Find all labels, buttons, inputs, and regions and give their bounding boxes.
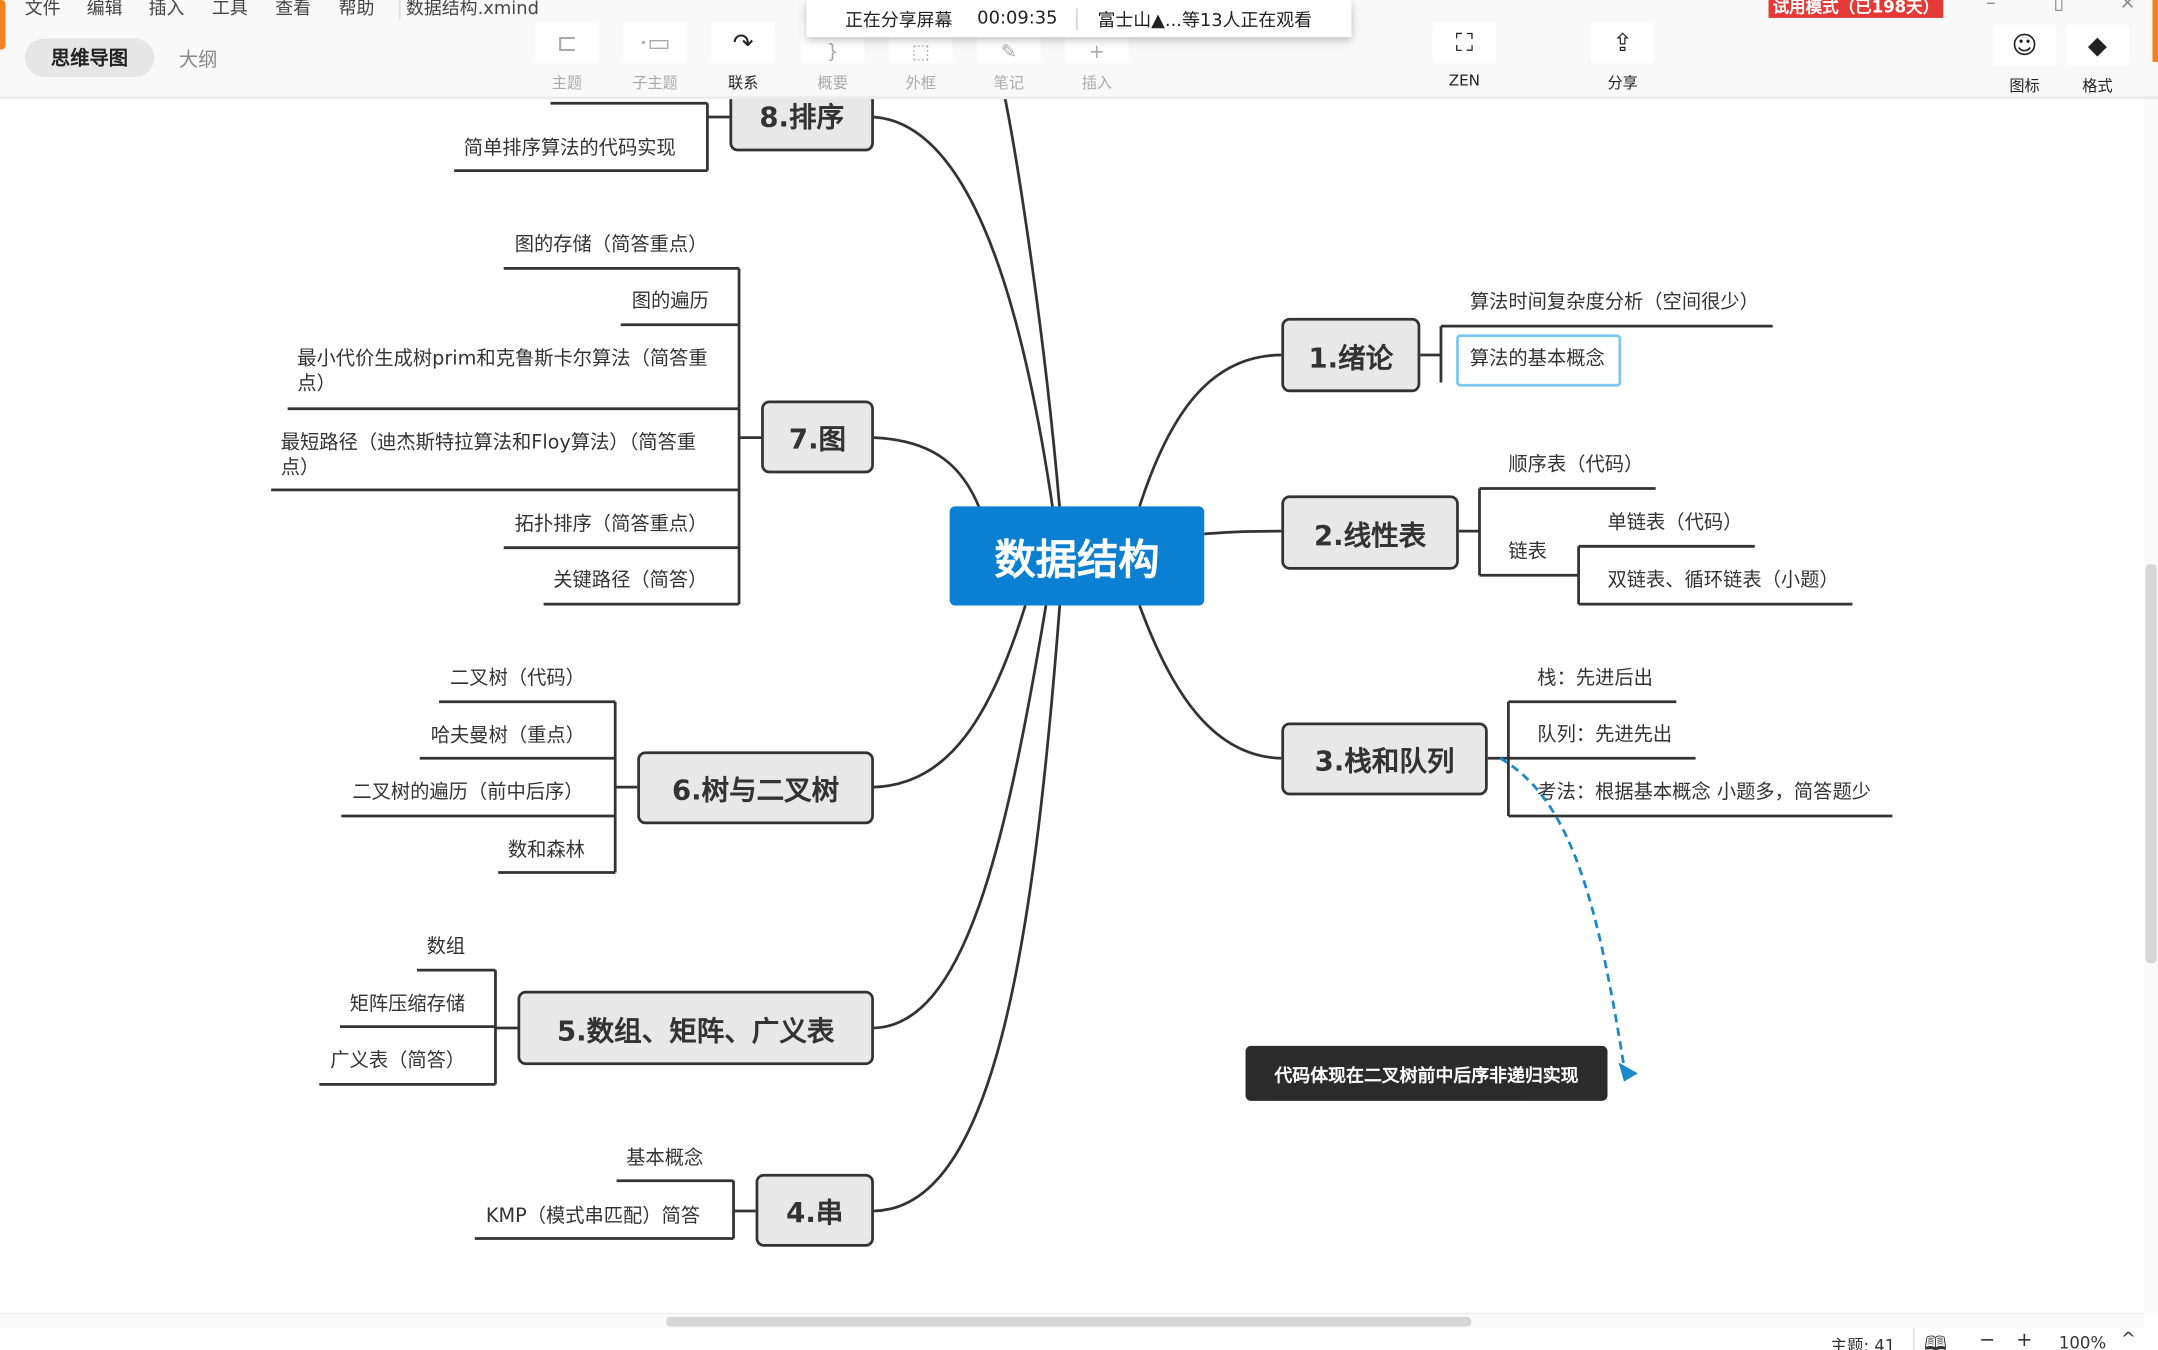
zen-button[interactable]: ⛶ ZEN bbox=[1430, 22, 1499, 89]
subtopic[interactable]: 数和森林 bbox=[507, 839, 585, 862]
tab-outline[interactable]: 大纲 bbox=[178, 49, 218, 72]
zoom-in-button[interactable]: + bbox=[2016, 1329, 2033, 1350]
toolbar: 文件 编辑 插入 工具 查看 帮助 数据结构.xmind 思维导图 大纲 ⊏ 主题… bbox=[0, 0, 2158, 100]
topic-3[interactable]: 3.栈和队列 bbox=[1281, 722, 1488, 796]
icons-panel-label: 图标 bbox=[2009, 77, 2040, 95]
topic-2[interactable]: 2.线性表 bbox=[1281, 495, 1459, 570]
share-button-label: 分享 bbox=[1607, 74, 1638, 93]
smiley-icon: ☺ bbox=[1992, 24, 2057, 67]
subtopic[interactable]: 基本概念 bbox=[626, 1147, 704, 1170]
subtopic-button-label: 子主题 bbox=[632, 74, 678, 93]
zen-button-label: ZEN bbox=[1448, 71, 1480, 90]
subtopic[interactable]: KMP（模式串匹配）简答 bbox=[485, 1205, 701, 1228]
subtopic[interactable]: 关键路径（简答） bbox=[553, 569, 708, 592]
share-timer: 00:09:35 bbox=[977, 8, 1058, 29]
subtopic[interactable]: 算法的基本概念 bbox=[1469, 348, 1605, 371]
subtopic[interactable]: 二叉树的遍历（前中后序） bbox=[352, 781, 584, 804]
topic-5[interactable]: 5.数组、矩阵、广义表 bbox=[517, 990, 874, 1066]
scrollbar-thumb[interactable] bbox=[2145, 564, 2157, 964]
menu-tools[interactable]: 工具 bbox=[211, 0, 248, 20]
relationship-callout[interactable]: 代码体现在二叉树前中后序非递归实现 bbox=[1245, 1045, 1608, 1101]
subtopic[interactable]: 算法时间复杂度分析（空间很少） bbox=[1469, 291, 1759, 314]
scrollbar-thumb[interactable] bbox=[666, 1316, 1472, 1327]
horizontal-scrollbar[interactable] bbox=[0, 1312, 2145, 1328]
subtopic[interactable]: 考法：根据基本概念 小题多，简答题少 bbox=[1537, 781, 1871, 804]
paint-brush-icon: ◆ bbox=[2065, 24, 2130, 67]
subtopic[interactable]: 简单排序算法的代码实现 bbox=[463, 137, 676, 160]
subtopic[interactable]: 最小代价生成树prim和克鲁斯卡尔算法（简答重点） bbox=[297, 348, 708, 395]
subtopic[interactable]: 双链表、循环链表（小题） bbox=[1607, 569, 1839, 592]
status-divider bbox=[1913, 1327, 1915, 1350]
viewers-count[interactable]: 富士山▲...等13人正在观看 bbox=[1097, 11, 1313, 32]
subtopic[interactable]: 栈：先进后出 bbox=[1537, 667, 1653, 690]
close-button[interactable]: × bbox=[2119, 0, 2136, 14]
share-button[interactable]: ⇪ 分享 bbox=[1588, 22, 1657, 94]
topic-6[interactable]: 6.树与二叉树 bbox=[637, 751, 874, 825]
tab-mindmap[interactable]: 思维导图 bbox=[24, 38, 155, 78]
relationship-button[interactable]: ↷ 联系 bbox=[709, 22, 778, 94]
topic-count: 主题: 41 bbox=[1830, 1336, 1896, 1350]
icons-panel-button[interactable]: ☺ 图标 bbox=[1990, 24, 2059, 97]
subtopic[interactable]: 二叉树（代码） bbox=[450, 667, 585, 690]
menu-insert[interactable]: 插入 bbox=[148, 0, 185, 20]
selected-subtopic[interactable] bbox=[1456, 334, 1622, 387]
topic-7[interactable]: 7.图 bbox=[761, 400, 874, 474]
screen-share-banner: 正在分享屏幕 00:09:35 富士山▲...等13人正在观看 bbox=[806, 0, 1352, 38]
subtopic-icon: ·▭ bbox=[623, 22, 687, 64]
maximize-button[interactable]: ▯ bbox=[2053, 0, 2065, 14]
subtopic[interactable]: 图的存储（简答重点） bbox=[514, 233, 708, 256]
insert-button-label: 插入 bbox=[1081, 74, 1113, 93]
zoom-out-button[interactable]: − bbox=[1979, 1329, 1996, 1350]
boundary-button-label: 外框 bbox=[905, 74, 936, 93]
note-button-label: 笔记 bbox=[993, 74, 1024, 93]
menu-help[interactable]: 帮助 bbox=[338, 0, 375, 20]
subtopic[interactable]: 数组 bbox=[426, 935, 466, 958]
subtopic-button[interactable]: ·▭ 子主题 bbox=[621, 22, 690, 94]
status-bar: 主题: 41 🕮 − + 100% ^ bbox=[0, 1327, 2158, 1350]
summary-button-label: 概要 bbox=[817, 74, 848, 93]
minimize-button[interactable]: – bbox=[1985, 0, 1996, 14]
topic-button-label: 主题 bbox=[551, 74, 583, 93]
relationship-arrow-icon bbox=[1618, 1062, 1638, 1082]
subtopic[interactable]: 矩阵压缩存储 bbox=[349, 993, 466, 1016]
share-icon: ⇪ bbox=[1590, 22, 1655, 64]
menu-view[interactable]: 查看 bbox=[275, 0, 312, 20]
menu-file[interactable]: 文件 bbox=[24, 0, 61, 20]
accent-bar bbox=[0, 0, 6, 50]
central-topic[interactable]: 数据结构 bbox=[949, 506, 1205, 606]
subtopic[interactable]: 拓扑排序（简答重点） bbox=[514, 513, 708, 536]
trial-badge[interactable]: 试用模式（已198天） bbox=[1768, 0, 1944, 18]
subtopic[interactable]: 队列：先进先出 bbox=[1537, 723, 1673, 746]
subtopic[interactable]: 链表 bbox=[1508, 540, 1547, 563]
banner-divider bbox=[1076, 7, 1079, 30]
zoom-level[interactable]: 100% bbox=[2058, 1333, 2107, 1350]
map-icon[interactable]: 🕮 bbox=[1924, 1333, 1947, 1350]
topic-4[interactable]: 4.串 bbox=[755, 1173, 874, 1247]
accent-bar bbox=[2152, 0, 2158, 62]
subtopic[interactable]: 图的遍历 bbox=[631, 290, 709, 313]
subtopic[interactable]: 广义表（简答） bbox=[330, 1049, 466, 1072]
subtopic[interactable]: 最短路径（迪杰斯特拉算法和Floy算法）（简答重点） bbox=[280, 432, 697, 479]
topic-icon: ⊏ bbox=[535, 22, 599, 64]
format-panel-label: 格式 bbox=[2082, 77, 2113, 95]
topic-button[interactable]: ⊏ 主题 bbox=[533, 22, 602, 94]
subtopic[interactable]: 哈夫曼树（重点） bbox=[430, 725, 585, 748]
topic-1[interactable]: 1.绪论 bbox=[1281, 317, 1421, 393]
share-status: 正在分享屏幕 bbox=[845, 11, 953, 32]
fullscreen-icon: ⛶ bbox=[1432, 22, 1497, 64]
relationship-button-label: 联系 bbox=[728, 74, 759, 93]
subtopic[interactable]: 顺序表（代码） bbox=[1508, 454, 1644, 477]
chevron-up-icon[interactable]: ^ bbox=[2120, 1329, 2136, 1350]
file-name: 数据结构.xmind bbox=[399, 0, 539, 20]
format-panel-button[interactable]: ◆ 格式 bbox=[2063, 24, 2132, 97]
subtopic[interactable]: 单链表（代码） bbox=[1607, 511, 1743, 534]
relationship-icon: ↷ bbox=[711, 22, 775, 64]
relationship-line bbox=[1499, 757, 1626, 1067]
menu-edit[interactable]: 编辑 bbox=[86, 0, 123, 20]
vertical-scrollbar[interactable] bbox=[2144, 99, 2158, 1313]
